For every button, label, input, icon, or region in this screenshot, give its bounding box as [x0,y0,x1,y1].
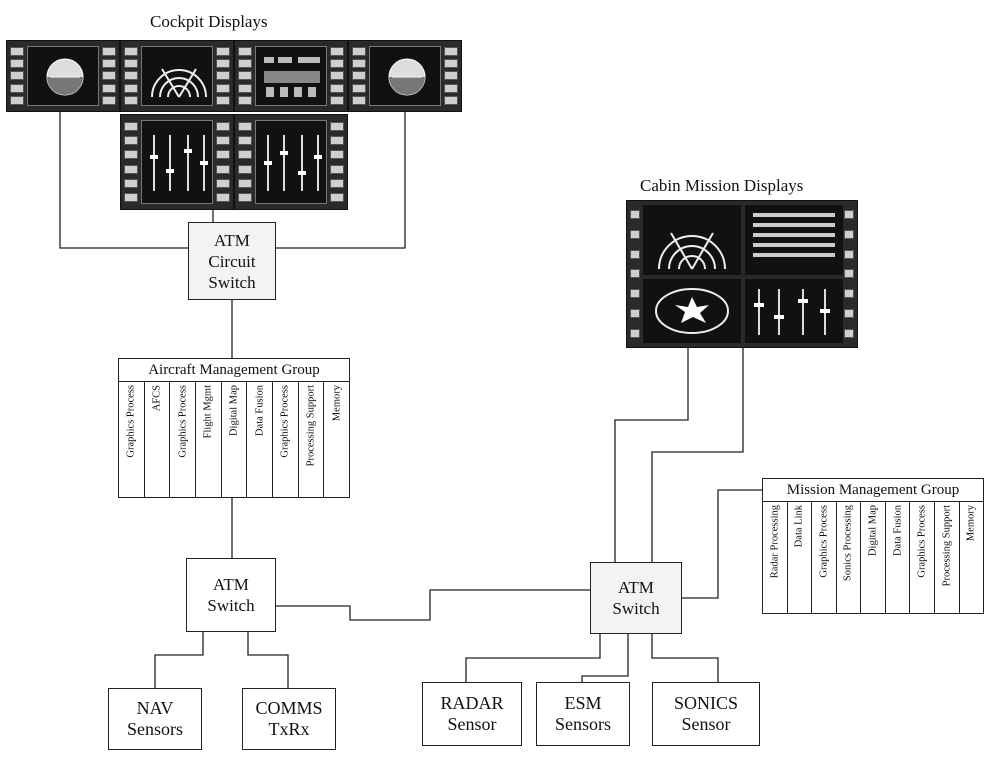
module: Graphics Process [119,382,145,497]
cockpit-display-attitude-left [6,40,120,112]
module: Data Fusion [886,502,911,613]
bar-gauges-icon [264,135,322,191]
sonics-sensor: SONICS Sensor [652,682,760,746]
cockpit-display-attitude-right [348,40,462,112]
cockpit-display-engine [234,40,348,112]
cockpit-display-bars-left [120,114,234,210]
module: Sonics Processing [837,502,862,613]
module: Memory [965,505,977,542]
atm-switch-left: ATM Switch [186,558,276,632]
cockpit-display-bars-right [234,114,348,210]
nav-sensors: NAV Sensors [108,688,202,750]
atm-switch-right: ATM Switch [590,562,682,634]
module: Digital Map [222,382,248,497]
attitude-indicator-icon [388,58,426,96]
atm-circuit-switch: ATM Circuit Switch [188,222,276,300]
module: Graphics Process [812,502,837,613]
aircraft-management-group: Aircraft Management Group Graphics Proce… [118,358,350,498]
aircraft-management-group-title: Aircraft Management Group [119,359,349,382]
module: Processing Support [935,502,960,613]
mission-screens-icon [643,205,843,343]
radar-scope-icon [151,68,207,98]
comms-txrx: COMMS TxRx [242,688,336,750]
engine-readout-icon [264,57,320,97]
module: Digital Map [861,502,886,613]
module: Graphics Process [170,382,197,497]
module: Graphics Process [273,382,299,497]
cockpit-displays-title: Cockpit Displays [150,12,268,31]
mission-management-group-title: Mission Management Group [763,479,983,502]
module: Data Fusion [247,382,274,497]
cabin-mission-displays-title: Cabin Mission Displays [640,176,804,195]
cabin-mission-display [626,200,858,348]
cockpit-display-radar [120,40,234,112]
mission-management-group: Mission Management Group Radar Processin… [762,478,984,614]
module: Graphics Process [910,502,935,613]
attitude-indicator-icon [46,58,84,96]
bar-gauges-icon [150,135,208,191]
module: AFCS [145,382,171,497]
module: Data Link [788,502,813,613]
radar-sensor: RADAR Sensor [422,682,522,746]
module: Radar Processing [763,502,788,613]
module: Processing Support [299,382,325,497]
module: Flight Mgmt [196,382,222,497]
module: Memory [331,385,343,422]
esm-sensors: ESM Sensors [536,682,630,746]
